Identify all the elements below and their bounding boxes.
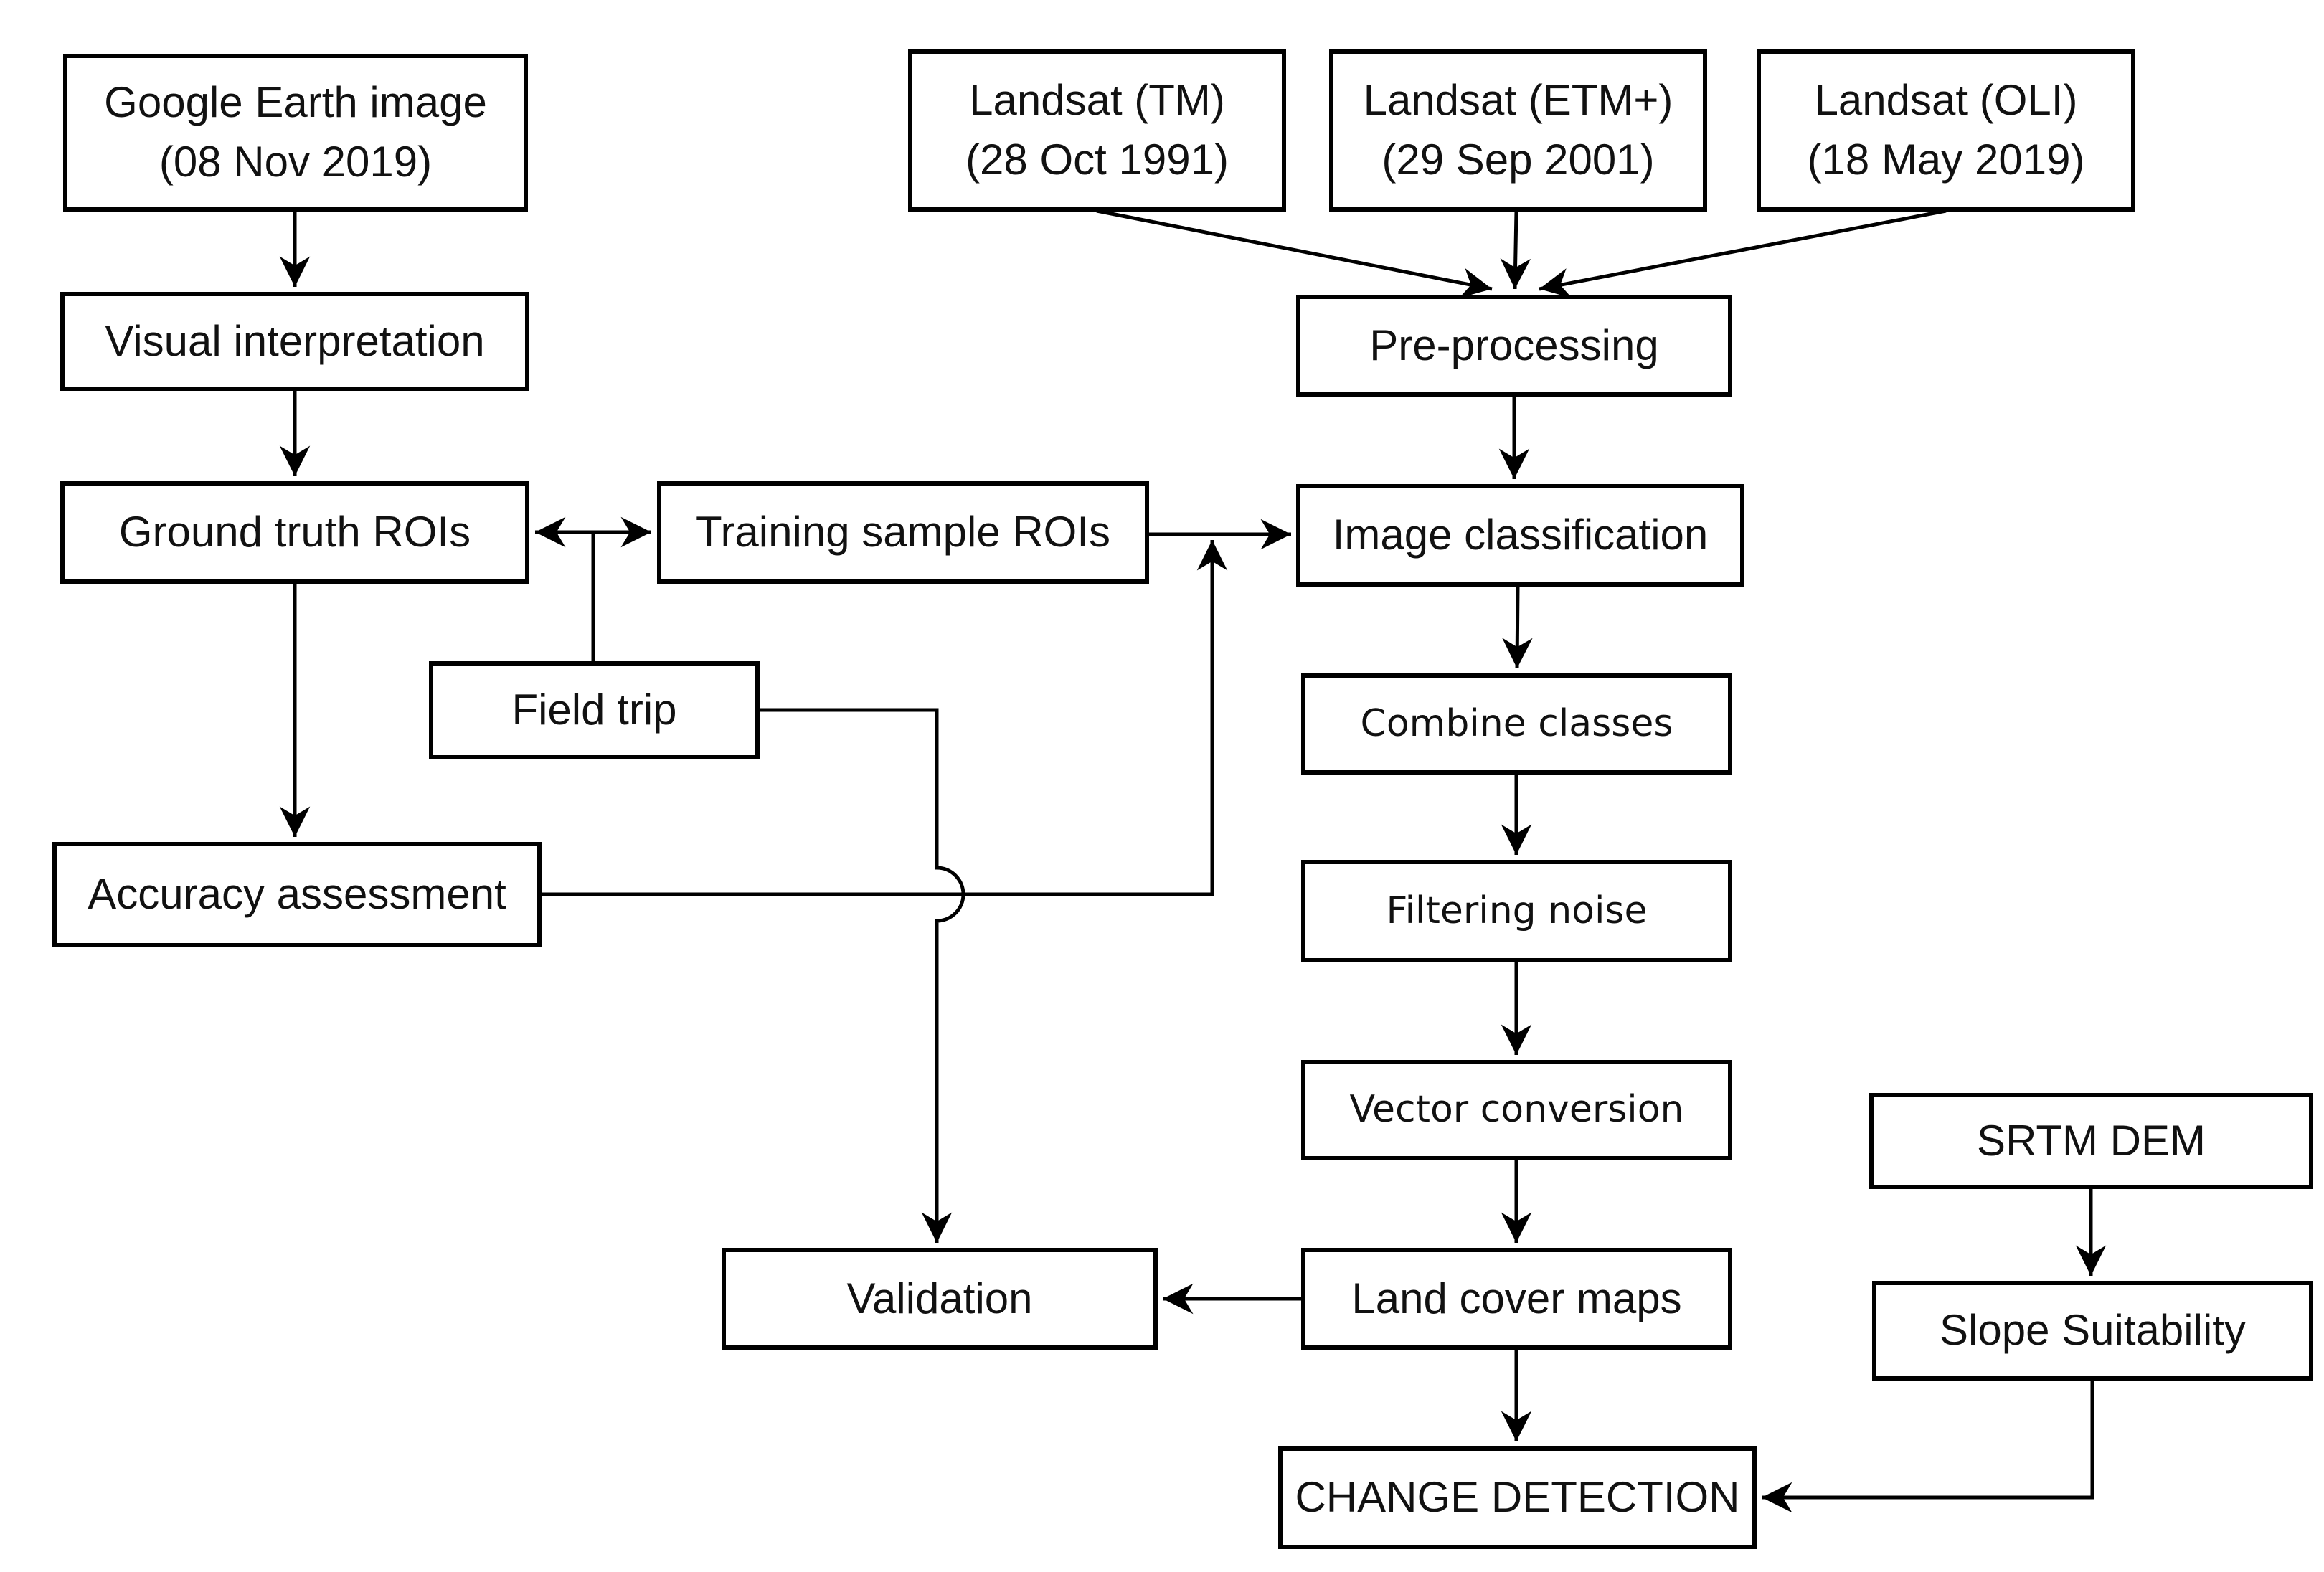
node-label: Ground truth ROIs	[118, 508, 471, 557]
node-ground-truth-rois: Ground truth ROIs	[60, 481, 529, 584]
node-label: Validation	[846, 1274, 1033, 1322]
node-field-trip: Field trip	[429, 661, 760, 759]
node-label: Landsat (OLI)	[1814, 76, 2078, 125]
node-filtering-noise: Filtering noise	[1301, 860, 1732, 962]
node-land-cover-maps: Land cover maps	[1301, 1248, 1732, 1350]
edge-accuracy-assessment-to-classification-junction	[542, 540, 1228, 896]
node-change-detection: CHANGE DETECTION	[1278, 1446, 1757, 1549]
edge-slope-suitability-to-change-detection	[1762, 1381, 2094, 1513]
node-label: Landsat (TM)	[969, 76, 1225, 125]
node-label: Filtering noise	[1386, 889, 1648, 932]
node-label: Pre-processing	[1369, 321, 1659, 369]
node-image-classification: Image classification	[1296, 484, 1744, 587]
node-label: Slope Suitability	[1940, 1306, 2246, 1355]
node-label: Land cover maps	[1351, 1274, 1682, 1322]
node-label: Combine classes	[1360, 701, 1673, 745]
node-label: Google Earth image	[104, 78, 487, 127]
node-validation: Validation	[722, 1248, 1158, 1350]
node-accuracy-assessment: Accuracy assessment	[52, 842, 542, 947]
node-label: Vector conversion	[1349, 1088, 1684, 1132]
node-pre-processing: Pre-processing	[1296, 295, 1732, 397]
node-label: Training sample ROIs	[696, 508, 1110, 557]
node-label: CHANGE DETECTION	[1295, 1473, 1740, 1522]
node-label: Image classification	[1332, 511, 1709, 559]
node-label: Visual interpretation	[105, 316, 485, 365]
node-srtm-dem: SRTM DEM	[1869, 1093, 2313, 1189]
node-training-sample-rois: Training sample ROIs	[657, 481, 1149, 584]
node-label: Accuracy assessment	[88, 870, 506, 919]
node-slope-suitability: Slope Suitability	[1872, 1281, 2313, 1381]
node-sublabel: (28 Oct 1991)	[965, 136, 1229, 184]
node-landsat-etm: Landsat (ETM+) (29 Sep 2001)	[1329, 49, 1707, 212]
node-label: SRTM DEM	[1977, 1116, 2206, 1165]
edge-landsat-etm-to-pre-processing	[1500, 210, 1531, 290]
node-vector-conversion: Vector conversion	[1301, 1060, 1732, 1160]
node-sublabel: (18 May 2019)	[1807, 136, 2085, 184]
node-sublabel: (29 Sep 2001)	[1381, 136, 1655, 184]
node-landsat-tm: Landsat (TM) (28 Oct 1991)	[908, 49, 1286, 212]
edge-image-classification-to-combine-classes	[1502, 586, 1533, 669]
node-label: Field trip	[511, 686, 677, 734]
node-label: Landsat (ETM+)	[1363, 76, 1673, 125]
node-combine-classes: Combine classes	[1301, 673, 1732, 775]
edge-landsat-tm-to-pre-processing	[1096, 209, 1493, 298]
node-landsat-oli: Landsat (OLI) (18 May 2019)	[1757, 49, 2135, 212]
edge-landsat-oli-to-pre-processing	[1539, 209, 1947, 298]
node-google-earth-image: Google Earth image (08 Nov 2019)	[63, 54, 528, 212]
node-sublabel: (08 Nov 2019)	[159, 138, 433, 186]
edge-field-trip-to-validation	[760, 708, 965, 1243]
node-visual-interpretation: Visual interpretation	[60, 292, 529, 391]
